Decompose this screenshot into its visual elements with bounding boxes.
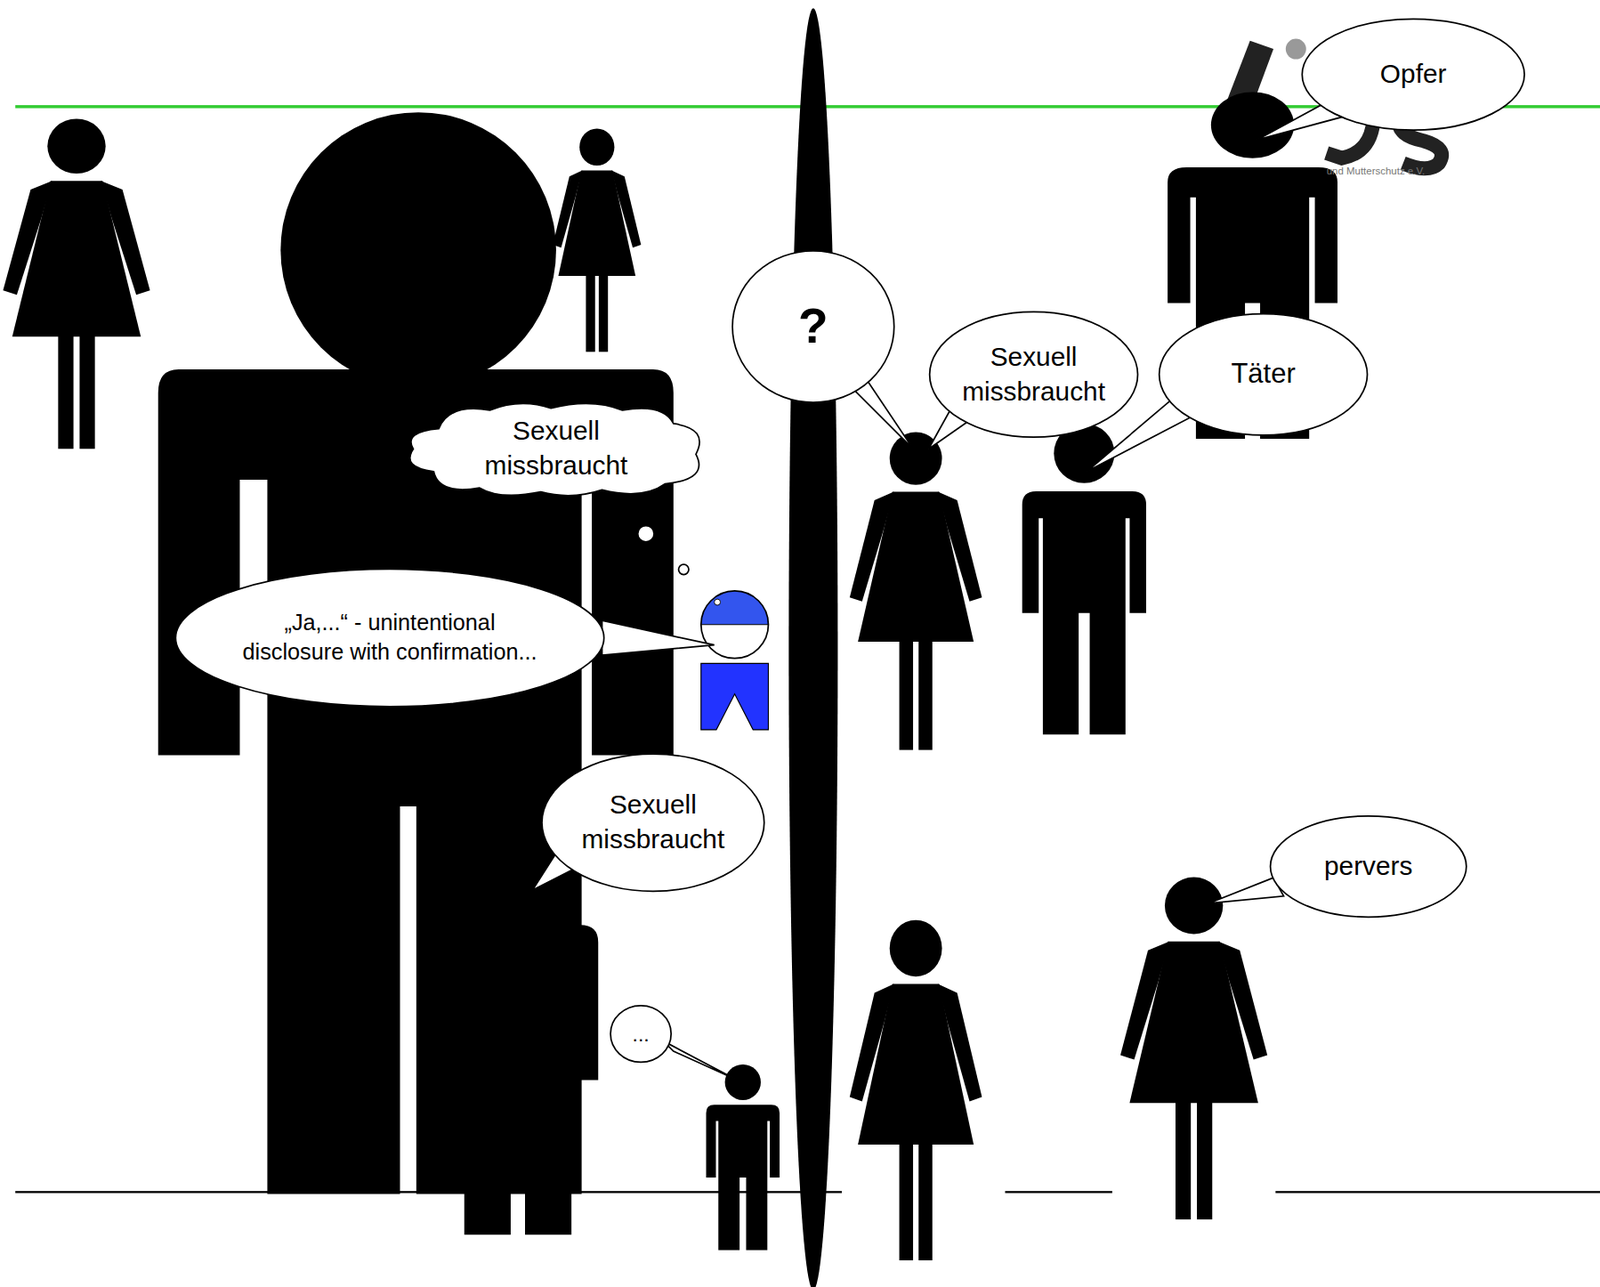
woman-figure [2,118,150,449]
bubble-text: Sexuell missbraucht [952,339,1116,410]
bubble-outline [541,752,766,892]
logo-text: und Mutterschutz e.V. [1326,165,1425,178]
bubble-text: pervers [1324,848,1413,884]
bubble-text: Täter [1230,356,1295,393]
bubble-text: Opfer [1380,56,1447,92]
speech-bubble: Opfer [1301,18,1526,131]
bubble-text: Sexuell missbraucht [453,414,658,485]
thought-bubble: Sexuell missbraucht [397,397,714,501]
child-figure [706,1064,781,1251]
man-figure [437,839,599,1236]
woman-figure [849,920,983,1261]
bubble-outline [928,311,1139,438]
ground-line [1275,1190,1600,1193]
thought-dot [638,525,655,542]
thought-dot [678,564,689,574]
woman-figure [849,431,983,750]
bubble-tail [602,620,715,655]
bubble-text: „Ja,...“ - unintentional disclosure with… [236,608,543,668]
ground-line [1004,1190,1112,1193]
speech-bubble: pervers [1268,815,1467,918]
woman-figure [552,128,641,352]
speech-bubble: ... [610,1004,672,1062]
bubble-tail [662,1041,737,1081]
blue-child-figure [701,590,769,730]
bubble-outline [173,568,607,708]
woman-figure [1120,877,1268,1221]
speech-bubble: Täter [1157,313,1368,437]
bubble-text: Sexuell missbraucht [561,787,745,857]
logo-mark [1285,39,1307,60]
divider-bar [788,8,838,1287]
bubble-outline [397,397,714,501]
man-figure [1022,423,1147,736]
speech-bubble: ? [731,250,895,404]
bubble-tail [1209,877,1285,904]
speech-bubble: „Ja,...“ - unintentional disclosure with… [173,568,607,708]
bubble-text: ... [632,1020,650,1048]
bubble-text: ? [798,294,829,359]
speech-bubble: Sexuell missbraucht [541,752,766,892]
speech-bubble: Sexuell missbraucht [928,311,1139,438]
bubble-tails [533,102,1353,1081]
